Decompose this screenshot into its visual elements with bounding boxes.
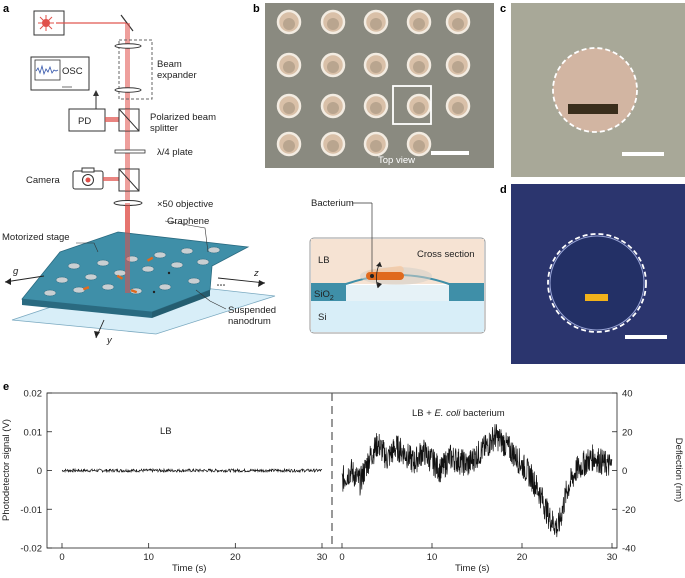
x-tick-label: 10 (427, 552, 438, 563)
expander-lens-2 (114, 87, 142, 93)
x-tick-label: 0 (339, 552, 344, 563)
beam-expander-label-1: Beam (157, 59, 182, 70)
chart-left-title: LB (160, 426, 172, 437)
bacteria-on-chip (82, 256, 154, 294)
ellipsis-dots (217, 284, 225, 286)
drum-holes (43, 246, 221, 297)
bacterium-cell (366, 272, 404, 280)
axis-y-arrow-icon (94, 331, 100, 338)
bacterium-image-c (568, 104, 618, 114)
lb-label: LB (318, 255, 330, 266)
beam-splitter-label-2: splitter (150, 123, 178, 134)
panel-b: b Top view Bacterium Cross section (253, 3, 494, 334)
camera-icon (72, 167, 104, 190)
nanodrum-label-1: Suspended (228, 305, 276, 316)
axis-z-arrow-icon (258, 280, 265, 287)
x-tick-label: 30 (607, 552, 618, 563)
y-axis-label-right: Deflection (nm) (673, 438, 684, 502)
panel-b-label: b (253, 3, 260, 15)
axis-y-label: y (106, 335, 113, 346)
laser-beam-vertical (125, 23, 130, 293)
beam-expander-label-2: expander (157, 70, 197, 81)
sio2-left (311, 285, 346, 301)
panel-d-label: d (500, 184, 507, 196)
x-tick-label: 20 (230, 552, 241, 563)
x-tick-label: 0 (59, 552, 64, 563)
chart-right-title: LB + E. coli bacterium (412, 408, 505, 419)
y-tick-label-right: -40 (622, 544, 636, 555)
cavity (346, 285, 449, 301)
panel-c: c (500, 3, 685, 177)
scale-bar-c (622, 152, 664, 156)
trace-lb (61, 467, 323, 474)
cross-section-schematic: Bacterium Cross section LB SiO2 Si (309, 198, 486, 334)
y-tick-label-left: -0.02 (20, 544, 42, 555)
graphene-label: Graphene (167, 216, 209, 227)
panel-a: a Beam expander OSC PD (2, 3, 276, 346)
si-substrate (311, 301, 484, 332)
y-tick-label-left: 0 (37, 466, 42, 477)
axis-g-label: g (13, 266, 19, 277)
arrow-up-icon (93, 90, 99, 96)
panel-e-label: e (3, 381, 9, 393)
reflected-beam (105, 117, 127, 122)
top-view-label: Top view (378, 155, 415, 166)
nanodrum-leader (195, 289, 227, 310)
oscilloscope-screen (34, 59, 61, 81)
chart-e: 0.02 40 0.01 20 0 0 -0.01 -20 -0.02 -40 0 10 20 30 0 10… (20, 389, 635, 564)
drum-outline-d (547, 233, 647, 333)
x-axis-label-left: Time (s) (172, 563, 206, 574)
sio2-right (449, 285, 484, 301)
y-tick-label-left: 0.01 (24, 427, 43, 438)
panel-d: d (500, 184, 685, 364)
stage-leader (76, 242, 99, 253)
y-tick-label-right: 0 (622, 466, 627, 477)
y-tick-label-left: 0.02 (24, 389, 43, 400)
scale-bar-b (431, 151, 469, 155)
stage-label: Motorized stage (2, 232, 70, 243)
y-axis-label-left: Photodetector signal (V) (1, 419, 12, 521)
drum-grid (276, 9, 471, 157)
beam-expander-box (118, 39, 153, 100)
panel-c-label: c (500, 3, 506, 15)
drum-outline-c (552, 47, 638, 133)
quarter-wave-plate (114, 149, 146, 154)
waveform-icon (35, 64, 59, 76)
expander-lens-1 (114, 43, 142, 49)
nanodrum-label-2: nanodrum (228, 316, 271, 327)
trace-lb-ecoli (341, 424, 613, 538)
sio2-label: SiO2 (314, 289, 334, 302)
x-tick-label: 10 (143, 552, 154, 563)
y-tick-label-right: 20 (622, 427, 633, 438)
objective-label: ×50 objective (157, 199, 213, 210)
si-label: Si (318, 312, 326, 323)
x-tick-label: 20 (517, 552, 528, 563)
selection-box (392, 85, 432, 125)
bacterium-label: Bacterium (311, 198, 354, 209)
osc-label: OSC (62, 66, 83, 77)
camera-label: Camera (26, 175, 61, 186)
rotation-arrow-down-icon (377, 282, 382, 288)
cross-section-label: Cross section (417, 249, 475, 260)
beam-splitter-label-1: Polarized beam (150, 112, 216, 123)
y-tick-label-right: 40 (622, 389, 633, 400)
x-axis-label-right: Time (s) (455, 563, 489, 574)
axis-z-label: z (253, 268, 259, 279)
axis-g-arrow-icon (5, 278, 11, 285)
beam-splitter-diagonal (118, 108, 140, 132)
bacterium-image-d (585, 294, 608, 301)
rotation-arrow-up-icon (376, 262, 382, 267)
graphene-leader (164, 220, 209, 253)
x-tick-label: 30 (317, 552, 328, 563)
scale-bar-d (625, 335, 667, 339)
laser-icon (38, 15, 54, 31)
pd-label: PD (78, 116, 91, 127)
y-tick-label-left: -0.01 (20, 505, 42, 516)
panel-a-label: a (3, 3, 10, 15)
y-tick-label-right: -20 (622, 505, 636, 516)
plate-label: λ/4 plate (157, 147, 193, 158)
